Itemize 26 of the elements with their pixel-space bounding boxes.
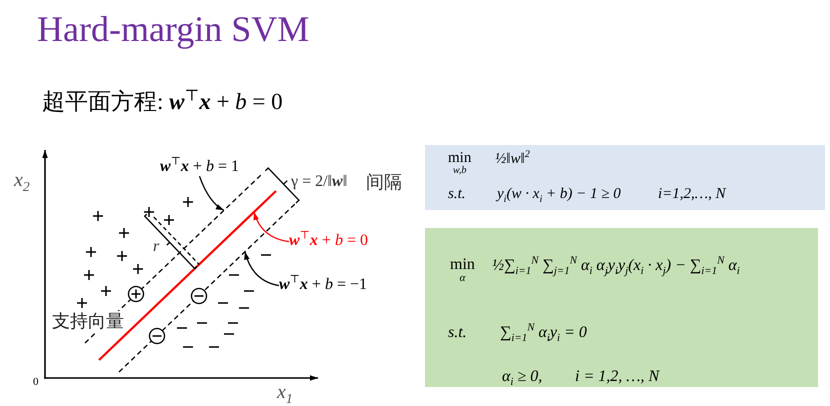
index-range: i=1,2,…, N [658,185,726,203]
margin-formula: γ = 2/‖w‖ [291,172,348,192]
leader-arrow [253,212,290,242]
margin-label: 间隔 [366,172,402,194]
constraint-formula: y$_{i}$(w · x$_{i}$ + b) − 1 ≥ 0 [497,185,621,203]
constraint-label: s.t. [448,185,466,203]
support-vector-label: 支持向量 [52,311,124,333]
objective-formula: ½∑$_{i=1}$$^{N}$ ∑$_{j=1}$$^{N}$ α$_{i}$ α$_{j}$y$_{i}$y$_{j}$(x$_{i}$ · x$_{j}$) − ∑$_{i=1}$$^{N}$ α$_{i}$ [492,256,740,276]
constraint-formula: ∑$_{i=1}$$^{N}$ α$_{i}$y$_{i}$ = 0 [500,323,587,342]
formula-box [425,145,825,210]
leader-arrow [244,252,280,286]
index-range: i = 1,2, …, N [575,367,660,386]
distance-label: r [153,237,160,256]
axis-label: x$_{2}$ [14,168,30,192]
formula-box [425,228,818,387]
equation-label: w$^{⊤}$x + b = 1 [160,157,239,176]
title: Hard-margin SVM [37,8,310,51]
equation-label: w$^{⊤}$x + b = −1 [279,275,367,294]
constraint-formula: α$_{i}$ ≥ 0, [502,367,542,386]
constraint-label: s.t. [448,323,467,342]
axis-label: x$_{1}$ [277,380,293,404]
origin-label: 0 [33,376,38,390]
equation-heading: 超平面方程: w$^{⊤}$x + b = 0 [42,88,283,116]
leader-arrow [198,176,224,211]
objective-formula: ½‖w‖$^{2}$ [495,150,530,168]
equation-label: w$^{⊤}$x + b = 0 [289,231,368,250]
